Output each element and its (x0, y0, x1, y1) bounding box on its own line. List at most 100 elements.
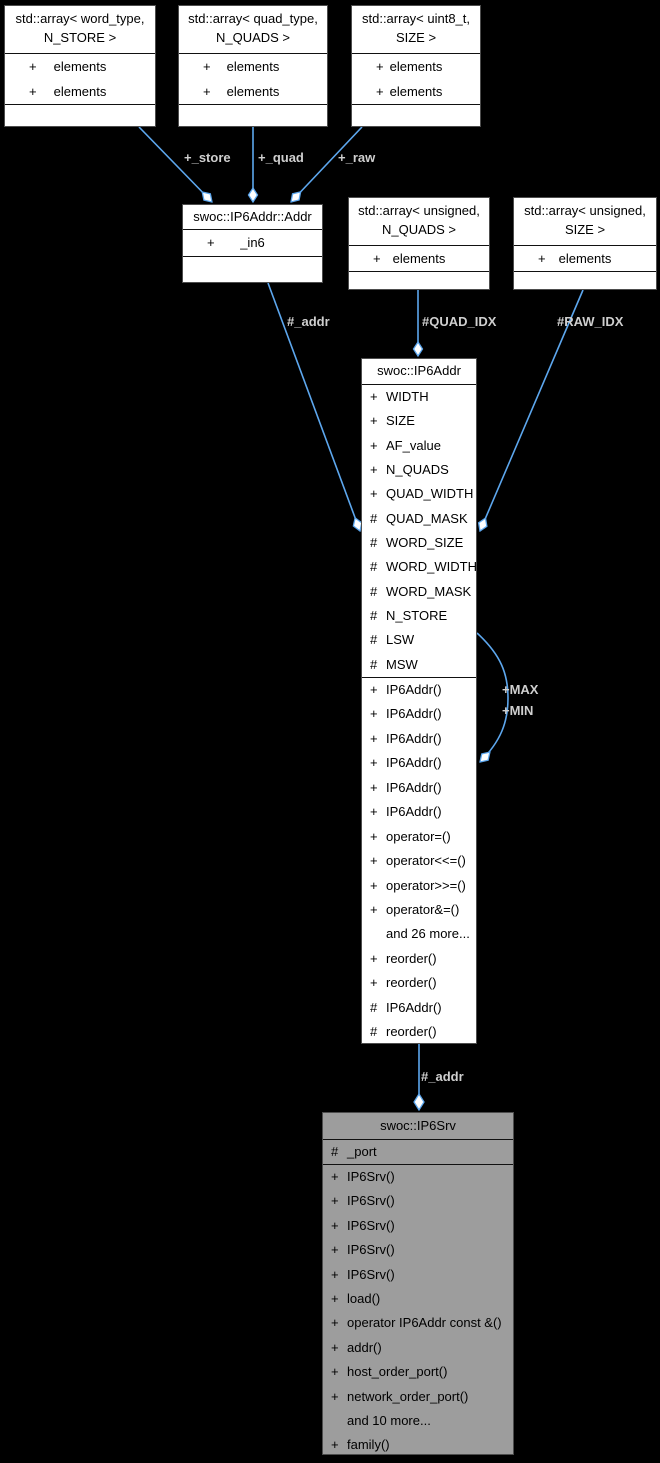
attributes-section: +elements+elements (5, 54, 155, 105)
access-specifier: + (373, 251, 381, 266)
member-row: +elements (514, 246, 656, 271)
member-row: + elements (352, 79, 480, 104)
member-row: #MSW (362, 653, 476, 677)
member-name: elements (389, 84, 443, 99)
edge-raw (291, 126, 363, 202)
attributes-section: +_in6 (183, 230, 322, 257)
member-name: SIZE (386, 413, 415, 429)
access-specifier: + (370, 779, 378, 795)
member-name: WORD_WIDTH (386, 559, 477, 575)
member-row: +IP6Srv() (323, 1214, 513, 1238)
access-specifier (370, 922, 386, 946)
member-name: WIDTH (386, 389, 429, 404)
member-row: + N_QUADS (362, 458, 476, 482)
member-name: IP6Srv() (347, 1242, 395, 1258)
member-name: elements (392, 251, 446, 266)
member-row: +IP6Srv() (323, 1165, 513, 1189)
member-name: WORD_SIZE (386, 534, 464, 550)
member-row: +IP6Addr() (362, 678, 476, 702)
methods-section-empty (349, 272, 489, 289)
member-row: +AF_value (362, 434, 476, 458)
member-row: +elements (5, 79, 155, 104)
member-name: elements (389, 59, 443, 74)
member-row: +operator IP6Addr const &() (323, 1311, 513, 1335)
member-row: +IP6Addr() (362, 800, 476, 824)
class-node-array-unsigned-nquads[interactable]: std::array< unsigned, N_QUADS > + element… (348, 197, 490, 290)
member-name: QUAD_MASK (386, 510, 468, 526)
access-specifier: + (331, 1315, 339, 1331)
class-node-array-word-type[interactable]: std::array< word_type, N_STORE > +elemen… (4, 5, 156, 127)
member-row: #WORD_SIZE (362, 531, 476, 555)
member-row: +operator<<=() (362, 849, 476, 873)
member-row: +SIZE (362, 409, 476, 433)
class-node-array-uint8[interactable]: std::array< uint8_t, SIZE > +elements+el… (351, 5, 481, 127)
access-specifier: + (370, 486, 378, 502)
member-row: #reorder() (362, 1020, 476, 1044)
access-specifier: + (331, 1193, 339, 1209)
member-row: +family() (323, 1433, 513, 1457)
member-row: +elements (5, 54, 155, 79)
attributes-section: + elements + elements (352, 54, 480, 105)
access-specifier: + (207, 235, 215, 250)
access-specifier: + (370, 730, 378, 746)
edge-store (138, 126, 212, 202)
member-name: and 10 more... (347, 1413, 431, 1429)
attributes-section: + elements (349, 246, 489, 272)
member-row: +host_order_port() (323, 1360, 513, 1384)
member-row: +IP6Addr() (362, 702, 476, 726)
class-node-ip6addr[interactable]: swoc::IP6Addr +WIDTH+SIZE+AF_value+N_QUA… (361, 358, 477, 1044)
member-row: +elements (179, 54, 327, 79)
methods-section-empty (179, 105, 327, 126)
class-title: std::array< unsigned, N_QUADS > (349, 198, 489, 246)
member-row: and 26 more... (362, 922, 476, 946)
member-name: operator&=() (386, 902, 460, 918)
member-row: #N_STORE (362, 604, 476, 628)
attributes-section: #_port (323, 1140, 513, 1165)
access-specifier: + (331, 1217, 339, 1233)
access-specifier: + (370, 853, 378, 869)
access-specifier: + (370, 461, 378, 477)
member-row: + IP6Addr() (362, 776, 476, 800)
member-row: #LSW (362, 628, 476, 652)
access-specifier: + (370, 828, 378, 844)
member-name: family() (347, 1437, 390, 1453)
member-row: +operator&=() (362, 898, 476, 922)
access-specifier: # (370, 1024, 378, 1040)
class-node-ip6addr-addr[interactable]: swoc::IP6Addr::Addr +_in6 (182, 204, 323, 283)
access-specifier: + (370, 950, 378, 966)
member-row: +operator=() (362, 825, 476, 849)
member-row: +reorder() (362, 947, 476, 971)
access-specifier: + (370, 437, 378, 453)
class-node-array-unsigned-size[interactable]: std::array< unsigned, SIZE > +elements (513, 197, 657, 290)
attributes-section: +elements+elements (179, 54, 327, 105)
member-name: N_QUADS (386, 461, 449, 477)
member-name: IP6Addr() (386, 779, 442, 795)
member-name: WORD_MASK (386, 583, 472, 599)
member-name: elements (226, 59, 280, 74)
access-specifier: + (370, 755, 378, 771)
access-specifier: # (370, 999, 378, 1015)
access-specifier: + (376, 84, 384, 99)
member-name: N_STORE (386, 607, 448, 623)
edge-label-addr-lower: #_addr (421, 1069, 464, 1084)
class-node-ip6srv[interactable]: swoc::IP6Srv #_port +IP6Srv()+IP6Srv()+I… (322, 1112, 514, 1455)
edge-self-loop-max-min (476, 632, 509, 762)
methods-section: +IP6Addr()+IP6Addr()+IP6Addr()+IP6Addr()… (362, 678, 476, 1045)
member-row: +operator>>=() (362, 874, 476, 898)
methods-section-empty (5, 105, 155, 126)
access-specifier: + (331, 1242, 339, 1258)
member-name: IP6Srv() (347, 1266, 395, 1282)
class-title: std::array< quad_type, N_QUADS > (179, 6, 327, 54)
class-node-array-quad-type[interactable]: std::array< quad_type, N_QUADS > +elemen… (178, 5, 328, 127)
access-specifier: + (376, 59, 384, 74)
edge-label-quad: +_quad (258, 150, 304, 165)
access-specifier: + (331, 1364, 339, 1380)
access-specifier: # (370, 656, 378, 672)
access-specifier: # (370, 559, 378, 575)
access-specifier: # (370, 583, 378, 599)
member-row: +addr() (323, 1336, 513, 1360)
edge-label-raw: +_raw (338, 150, 376, 165)
member-name: QUAD_WIDTH (386, 486, 474, 502)
